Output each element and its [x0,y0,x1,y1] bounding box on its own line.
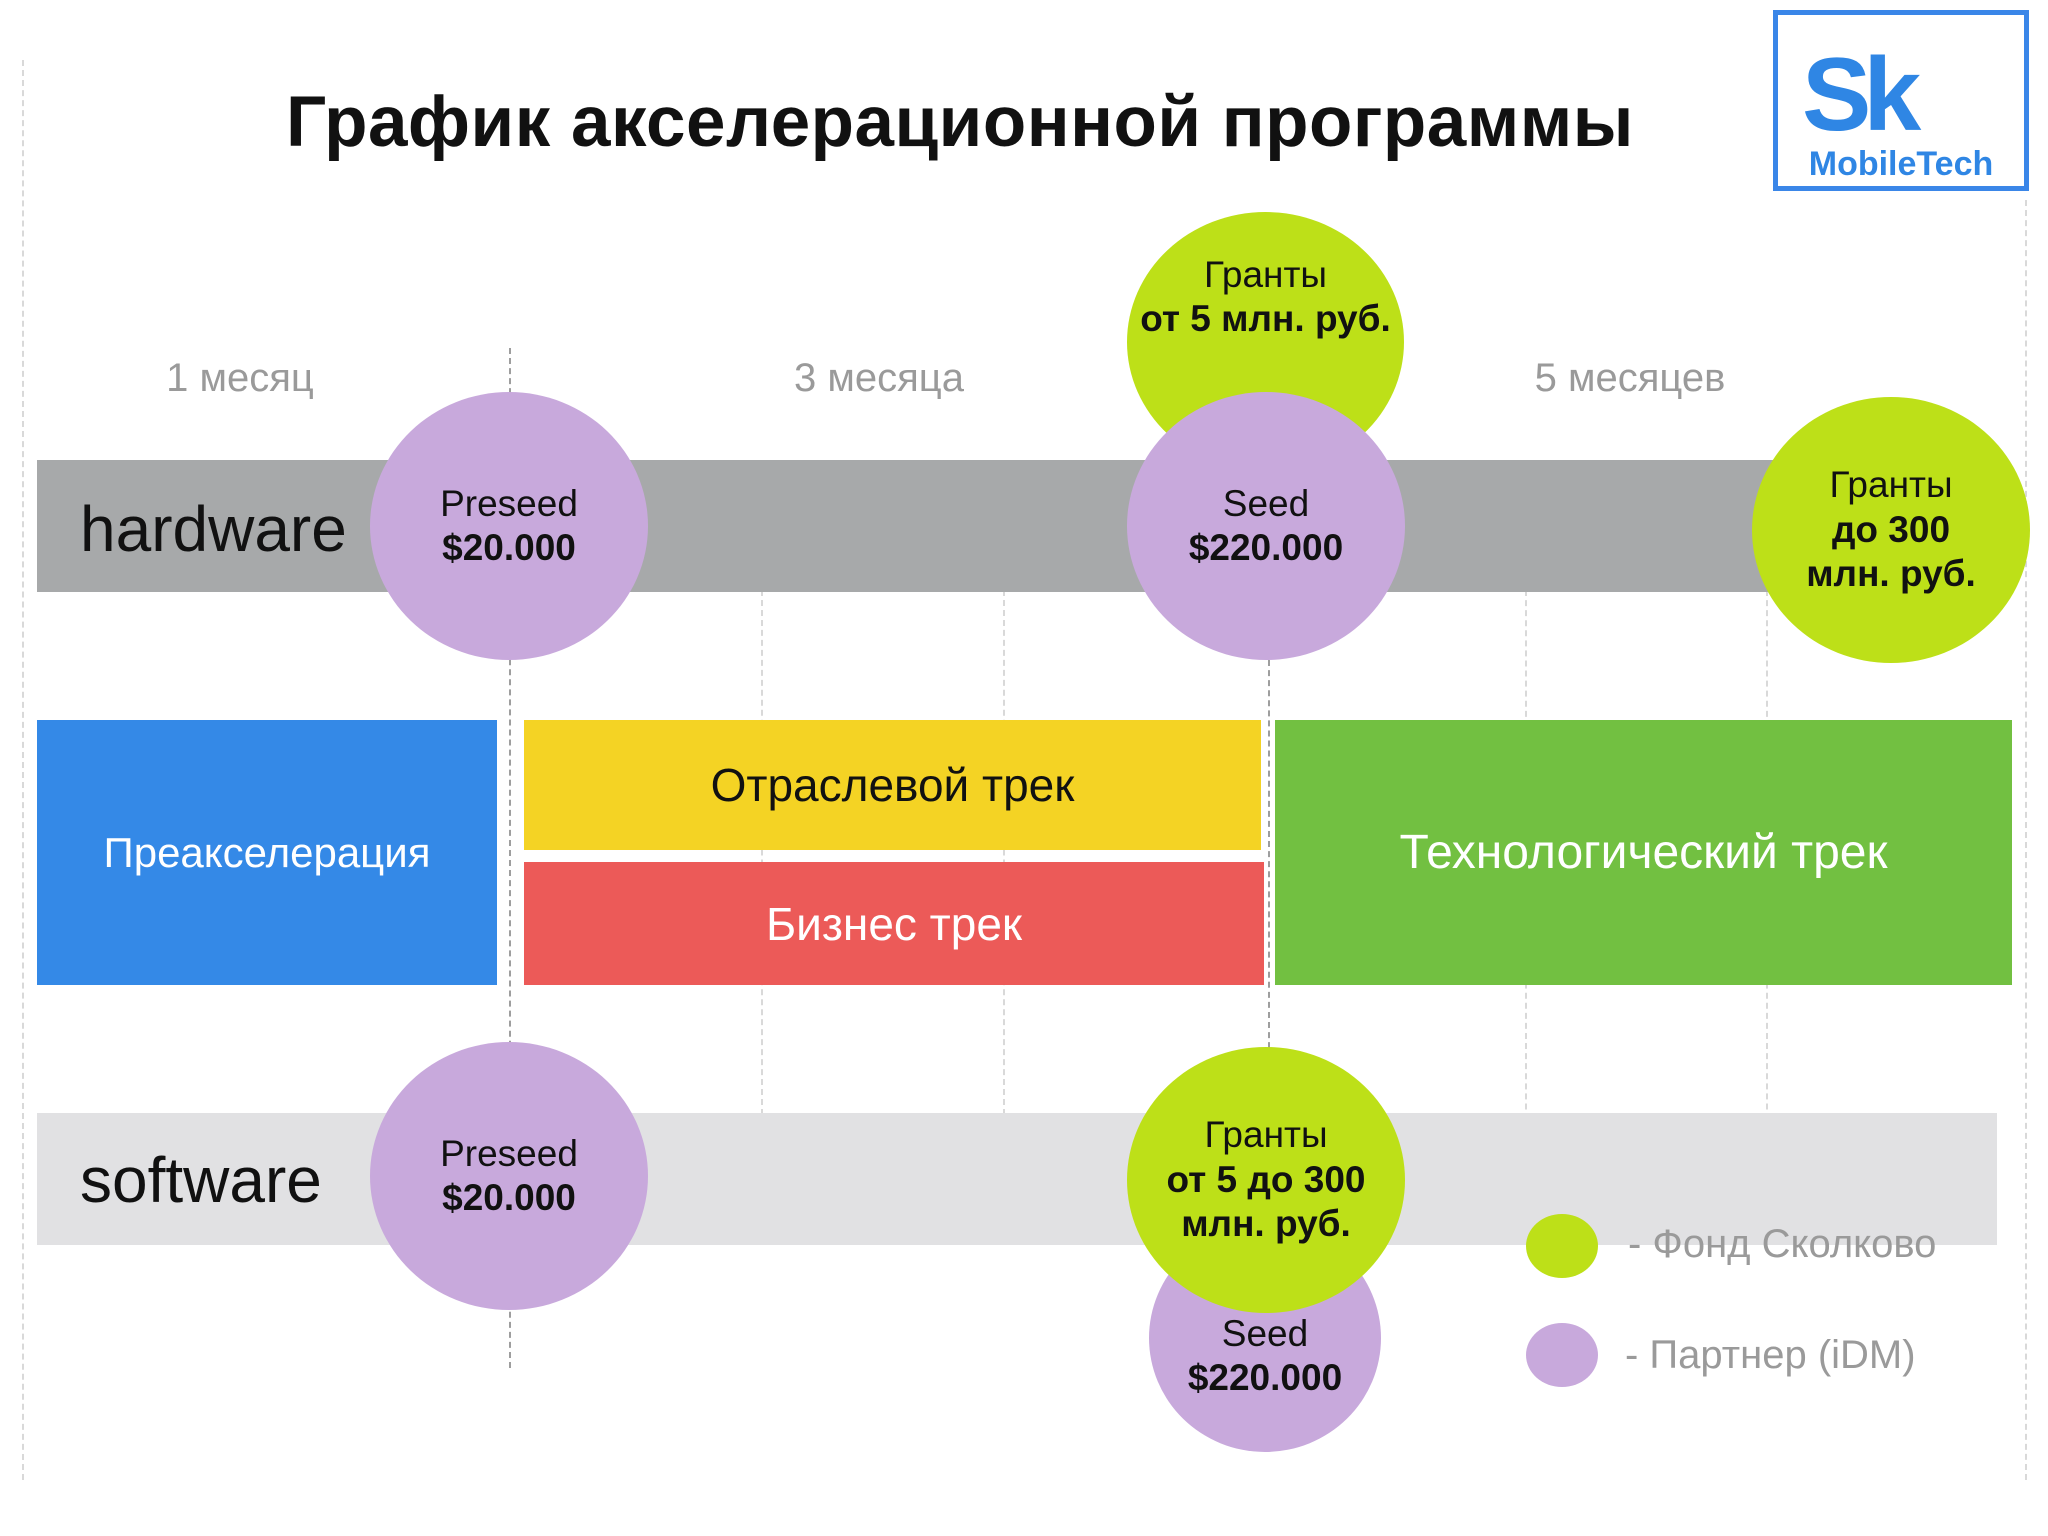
seed-amount: $220.000 [1188,527,1344,568]
legend-partner-dot [1526,1323,1598,1387]
software-label: software [80,1144,322,1216]
seed-amount: $220.000 [1187,1357,1343,1398]
seed-title: Seed [1222,482,1310,524]
preseed-title: Preseed [440,1132,578,1174]
legend-partner-label: - Партнер (iDM) [1625,1333,1916,1377]
grant-title: Гранты [1204,1114,1328,1156]
guide-line [761,590,763,1115]
preseed-amount: $20.000 [442,1177,576,1218]
hardware-band [37,460,1997,592]
track-preacceleration: Преакселерация [37,720,497,985]
grant-circle-hardware-final: Гранты до 300 млн. руб. [1752,397,2030,663]
period-label: 1 месяц [166,356,314,400]
grant-amount: до 300 [1831,508,1951,550]
guide-line [509,348,511,1368]
track-industry: Отраслевой трек [524,720,1261,850]
guide-line [1003,590,1005,1115]
period-label: 5 месяцев [1534,356,1726,400]
grant-amount: от 5 млн. руб. [1140,298,1391,339]
grant-title: Гранты [1829,464,1953,506]
track-business: Бизнес трек [524,862,1264,985]
preseed-title: Preseed [440,482,578,524]
guide-line [2025,200,2027,1480]
legend-skolkovo-label: - Фонд Сколково [1628,1222,1937,1266]
preseed-circle-hardware: Preseed $20.000 [370,392,648,660]
track-technology: Технологический трек [1275,720,2012,985]
software-band [37,1113,1997,1245]
grant-title: Гранты [1203,253,1328,295]
guide-line [22,60,24,1480]
seed-title: Seed [1221,1312,1309,1354]
seed-circle-hardware: Seed $220.000 [1127,392,1405,660]
grant-amount-unit: млн. руб. [1806,553,1976,595]
legend-skolkovo-dot [1526,1214,1598,1278]
period-label: 3 месяца [794,356,964,400]
page-title: График акселерационной программы [286,83,1634,162]
logo-mark: Sk [1802,37,1921,153]
grant-amount: от 5 до 300 [1166,1158,1366,1200]
sk-mobiletech-logo: Sk MobileTech [1773,10,2029,191]
preseed-amount: $20.000 [442,527,576,568]
hardware-label: hardware [80,493,347,565]
guide-line [1268,650,1270,1390]
grant-circle-software: Гранты от 5 до 300 млн. руб. [1127,1047,1405,1313]
preseed-circle-software: Preseed $20.000 [370,1042,648,1310]
grant-amount-unit: млн. руб. [1181,1203,1351,1245]
logo-text: MobileTech [1808,145,1994,183]
